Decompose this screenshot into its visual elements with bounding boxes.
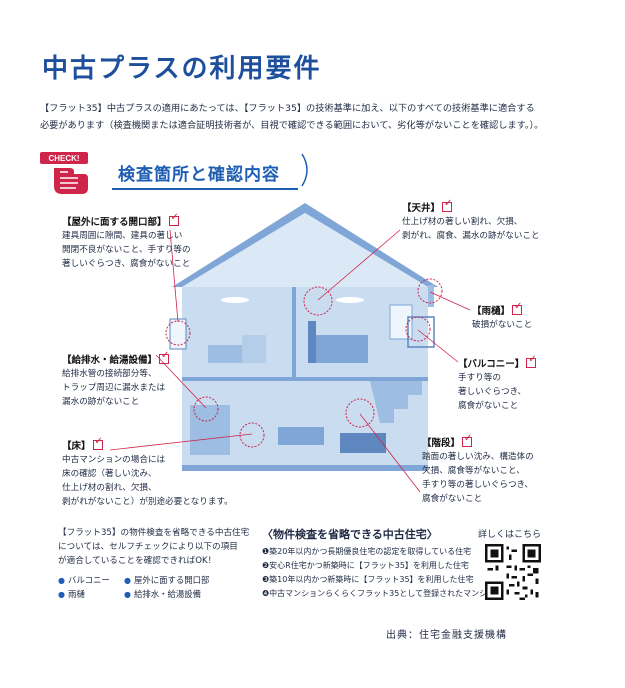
source-credit: 出典：住宅金融支援機構 xyxy=(386,630,507,641)
omit-item: ❷安心R住宅かつ新築時に【フラット35】を利用した住宅 xyxy=(262,561,469,570)
label-gutter-title: 【雨樋】 xyxy=(472,306,511,317)
label-plumbing-line: 漏水の跡がないこと xyxy=(62,397,140,407)
label-balcony-title: 【バルコニー】 xyxy=(458,359,525,370)
label-floor-line: 剥がれがないこと）が別途必要となります。 xyxy=(62,497,233,507)
checkbox-icon xyxy=(512,300,522,315)
label-floor-line: 仕上げ材の割れ、欠損、 xyxy=(62,483,157,493)
ceiling-light-2 xyxy=(336,297,364,303)
self-check-item: 雨樋 xyxy=(58,588,85,600)
omit-item: ❶築20年以内かつ長期優良住宅の認定を取得している住宅 xyxy=(262,547,472,556)
self-check-line: については、セルフチェックにより以下の項目 xyxy=(58,542,238,552)
cabinet xyxy=(242,335,266,363)
label-stairs-title: 【階段】 xyxy=(422,438,461,449)
section-bracket-icon xyxy=(301,153,308,187)
dining-table xyxy=(278,427,324,445)
intro-line-2: 必要があります（検査機関または適合証明技術者が、目視で確認できる範囲において、劣… xyxy=(40,120,544,131)
omit-item: ❹中古マンションらくらくフラット35として登録されたマンション xyxy=(262,589,504,598)
self-check-item: 屋外に面する開口部 xyxy=(124,574,209,586)
ground-slab xyxy=(182,465,428,471)
omit-item: ❸築10年以内かつ新築時に【フラット35】を利用した住宅 xyxy=(262,575,474,584)
omit-title: 〈物件検査を省略できる中古住宅〉 xyxy=(262,528,438,541)
label-plumbing-line: 給排水管の接続部分等、 xyxy=(62,369,157,379)
upper-wall xyxy=(292,287,296,377)
ceiling-light-1 xyxy=(221,297,249,303)
label-ceiling-line: 仕上げ材の著しい割れ、欠損、 xyxy=(402,217,523,227)
label-opening-line: 開閉不良がないこと、手すり等の xyxy=(62,245,191,255)
label-balcony: 【バルコニー】 手すり等の 著しいぐらつき、 腐食がないこと xyxy=(458,353,537,413)
label-opening-line: 著しいぐらつき、腐食がないこと xyxy=(62,259,191,269)
label-gutter: 【雨樋】 破損がないこと xyxy=(472,300,533,332)
section-title: 検査箇所と確認内容 xyxy=(118,165,280,185)
check-badge-text: CHECK! xyxy=(48,154,79,163)
desk xyxy=(208,345,242,363)
circle-plumbing xyxy=(193,396,219,422)
label-balcony-line: 手すり等の xyxy=(458,373,501,383)
label-gutter-line: 破損がないこと xyxy=(472,320,533,330)
label-ceiling-title: 【天井】 xyxy=(402,203,441,214)
label-ceiling: 【天井】 仕上げ材の著しい割れ、欠損、 剥がれ、腐食、漏水の跡がないこと xyxy=(402,197,540,243)
intro-line-1: 【フラット35】中古プラスの適用にあたっては、【フラット35】の技術基準に加え、… xyxy=(40,103,535,114)
page-title: 中古プラスの利用要件 xyxy=(42,54,322,84)
checkbox-icon xyxy=(92,435,103,450)
self-check-item: バルコニー xyxy=(58,574,110,586)
label-balcony-line: 著しいぐらつき、 xyxy=(458,387,527,397)
kitchen xyxy=(190,405,230,455)
circle-ceiling xyxy=(303,286,333,316)
checkbox-icon xyxy=(159,349,169,364)
self-check-line: が適合していることを確認できればOK！ xyxy=(58,556,217,566)
label-balcony-line: 腐食がないこと xyxy=(458,401,519,411)
stairs xyxy=(370,381,422,423)
floor-slab xyxy=(182,377,428,381)
label-plumbing: 【給排水・給湯設備】 給排水管の接続部分等、 トラップ周辺に漏水または 漏水の跡… xyxy=(62,349,169,409)
check-badge: CHECK! xyxy=(40,152,88,194)
circle-stairs xyxy=(345,398,375,428)
checkbox-icon xyxy=(168,211,179,226)
checkbox-icon xyxy=(526,353,537,368)
more-info-label: 詳しくはこちら xyxy=(478,530,542,540)
label-floor-line: 中古マンションの場合には xyxy=(62,455,166,465)
circle-gutter xyxy=(417,278,443,304)
circle-floor xyxy=(239,422,265,448)
bed xyxy=(308,335,368,363)
label-plumbing-line: トラップ周辺に漏水または xyxy=(62,383,166,393)
self-check-note: 【フラット35】の物件検査を省略できる中古住宅 については、セルフチェックにより… xyxy=(58,526,249,568)
label-floor: 【床】 中古マンションの場合には 床の確認（著しい沈み、 仕上げ材の割れ、欠損、… xyxy=(62,435,233,509)
label-stairs-line: 手すり等の著しいぐらつき、 xyxy=(422,480,534,490)
sofa xyxy=(340,433,386,453)
label-opening: 【屋外に面する開口部】 建具周囲に隙間、建具の著しい 開閉不良がないこと、手すり… xyxy=(62,211,191,271)
label-stairs-line: 欠損、腐食等がないこと、 xyxy=(422,466,525,476)
label-floor-line: 床の確認（著しい沈み、 xyxy=(62,469,157,479)
label-opening-title: 【屋外に面する開口部】 xyxy=(62,217,167,228)
circle-balcony xyxy=(405,316,431,342)
house-illustration xyxy=(165,203,443,471)
checkbox-icon xyxy=(442,197,452,212)
gutter xyxy=(428,285,434,307)
checkbox-icon xyxy=(462,432,472,447)
label-floor-title: 【床】 xyxy=(62,441,91,452)
balcony-railing xyxy=(407,316,435,348)
self-check-line: 【フラット35】の物件検査を省略できる中古住宅 xyxy=(58,528,250,538)
label-ceiling-line: 剥がれ、腐食、漏水の跡がないこと xyxy=(402,231,540,241)
qr-code-icon[interactable] xyxy=(485,544,541,600)
label-stairs-line: 踏面の著しい沈み、構造体の xyxy=(422,452,534,462)
label-opening-line: 建具周囲に隙間、建具の著しい xyxy=(62,231,183,241)
label-plumbing-title: 【給排水・給湯設備】 xyxy=(62,355,158,366)
label-stairs-line: 腐食がないこと xyxy=(422,494,483,504)
section-underline xyxy=(112,188,298,190)
label-stairs: 【階段】 踏面の著しい沈み、構造体の 欠損、腐食等がないこと、 手すり等の著しい… xyxy=(422,432,534,506)
self-check-item: 給排水・給湯設備 xyxy=(124,588,201,600)
